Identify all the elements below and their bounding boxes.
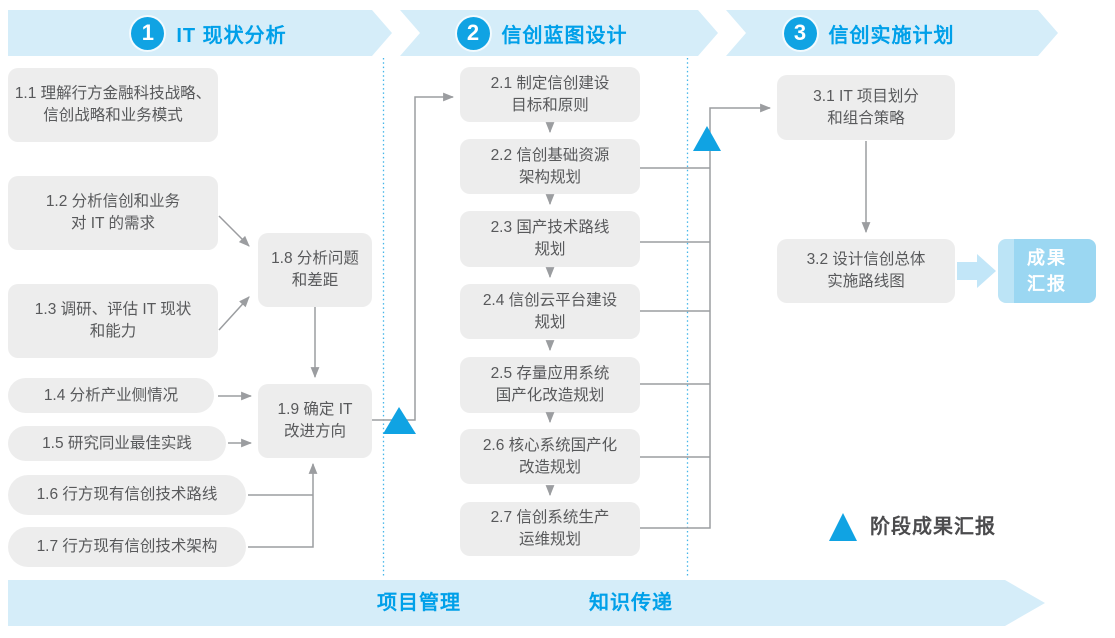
step-3-1-box: 3.1 IT 项目划分 和组合策略 [777, 75, 955, 140]
step-2-5-line2: 国产化改造规划 [495, 387, 605, 404]
step-3-1-line2: 和组合策略 [827, 109, 905, 127]
step-1-7-box: 1.7 行方现有信创技术架构 [8, 527, 246, 567]
step-2-3-line2: 规划 [534, 241, 566, 258]
phase2-banner-content: 2 信创蓝图设计 [455, 15, 628, 52]
step-2-7-box: 2.7 信创系统生产 运维规划 [460, 502, 640, 556]
results-report-line1: 成果 [1027, 247, 1067, 268]
legend-triangle-icon [829, 513, 857, 541]
step-1-5-box: 1.5 研究同业最佳实践 [8, 426, 226, 461]
phase2-banner: 2 信创蓝图设计 [400, 10, 718, 56]
step-1-4-box: 1.4 分析产业侧情况 [8, 378, 214, 413]
phase3-banner-content: 3 信创实施计划 [782, 15, 955, 52]
connector-1-7-to-1-9 [248, 462, 318, 548]
results-report-line2: 汇报 [1027, 274, 1067, 294]
step-2-1-line1: 2.1 制定信创建设 [490, 74, 610, 92]
step-2-7-line1: 2.7 信创系统生产 [490, 509, 610, 526]
step-1-9-line2: 改进方向 [283, 423, 346, 440]
step-1-6-line1: 1.6 行方现有信创技术路线 [36, 486, 218, 503]
step-1-9-box: 1.9 确定 IT 改进方向 [258, 384, 372, 458]
connector-1-2-to-1-8 [218, 215, 250, 247]
step-1-8-line2: 和差距 [291, 272, 339, 289]
results-arrow-icon [957, 254, 996, 288]
footer-banner [8, 580, 1045, 626]
step-1-6-box: 1.6 行方现有信创技术路线 [8, 475, 246, 515]
step-2-2-line2: 架构规划 [518, 168, 581, 186]
step-2-4-line1: 2.4 信创云平台建设 [482, 291, 618, 309]
step-3-1-line1: 3.1 IT 项目划分 [813, 87, 919, 105]
step-1-1-line1: 1.1 理解行方金融科技战略、 [14, 85, 212, 102]
step-1-3-line1: 1.3 调研、评估 IT 现状 [34, 301, 192, 318]
legend-label: 阶段成果汇报 [870, 516, 996, 538]
step-2-6-line1: 2.6 核心系统国产化 [482, 436, 618, 454]
step-1-1-line2: 信创战略和业务模式 [43, 107, 183, 124]
step-1-7-line1: 1.7 行方现有信创技术架构 [36, 538, 218, 555]
phase1-banner: 1 IT 现状分析 [8, 10, 392, 56]
connector-1-3-to-1-8 [218, 296, 250, 331]
phase3-banner: 3 信创实施计划 [726, 10, 1058, 56]
step-1-1-box: 1.1 理解行方金融科技战略、 信创战略和业务模式 [8, 68, 218, 142]
step-2-6-line2: 改造规划 [518, 458, 581, 476]
step-3-2-box: 3.2 设计信创总体 实施路线图 [777, 239, 955, 303]
connector-rail-to-3-1 [640, 103, 772, 529]
step-1-3-box: 1.3 调研、评估 IT 现状 和能力 [8, 284, 218, 358]
step-1-8-box: 1.8 分析问题 和差距 [258, 233, 372, 307]
step-1-4-line1: 1.4 分析产业侧情况 [43, 386, 179, 404]
step-2-4-line2: 规划 [534, 313, 566, 331]
step-2-2-box: 2.2 信创基础资源 架构规划 [460, 139, 640, 194]
connector-1-9-to-2-1 [372, 92, 455, 421]
step-2-2-line1: 2.2 信创基础资源 [490, 146, 610, 164]
phase2-title: 信创蓝图设计 [501, 24, 628, 47]
step-2-1-box: 2.1 制定信创建设 目标和原则 [460, 67, 640, 122]
footer-project-management: 项目管理 [377, 592, 461, 614]
step-1-3-line2: 和能力 [89, 323, 137, 340]
step-3-2-line2: 实施路线图 [827, 273, 905, 290]
footer-knowledge-transfer: 知识传递 [589, 592, 673, 614]
step-1-2-line2: 对 IT 的需求 [70, 215, 156, 232]
step-2-5-line1: 2.5 存量应用系统 [490, 365, 610, 382]
phase2-number-badge: 2 [455, 15, 492, 52]
step-2-1-line2: 目标和原则 [511, 96, 589, 114]
step-2-5-box: 2.5 存量应用系统 国产化改造规划 [460, 357, 640, 413]
step-1-5-line1: 1.5 研究同业最佳实践 [42, 434, 192, 452]
step-2-3-line1: 2.3 国产技术路线 [490, 219, 610, 236]
step-1-8-line1: 1.8 分析问题 [271, 250, 359, 267]
results-report-box: 成果 汇报 [998, 239, 1096, 303]
step-2-3-box: 2.3 国产技术路线 规划 [460, 211, 640, 267]
step-1-2-box: 1.2 分析信创和业务 对 IT 的需求 [8, 176, 218, 250]
step-1-2-line1: 1.2 分析信创和业务 [45, 193, 181, 210]
phase1-number-badge: 1 [129, 15, 166, 52]
step-3-2-line1: 3.2 设计信创总体 [806, 251, 926, 268]
step-2-6-box: 2.6 核心系统国产化 改造规划 [460, 429, 640, 484]
step-2-7-line2: 运维规划 [518, 531, 581, 548]
phase3-number-badge: 3 [782, 15, 819, 52]
milestone-triangle-phase2-icon [693, 126, 721, 151]
phase1-banner-content: 1 IT 现状分析 [129, 15, 286, 52]
milestone-triangle-phase1-icon [383, 407, 416, 434]
legend: 阶段成果汇报 [829, 513, 996, 541]
phase3-title: 信创实施计划 [828, 24, 955, 47]
step-1-9-line1: 1.9 确定 IT [277, 401, 353, 418]
step-2-4-box: 2.4 信创云平台建设 规划 [460, 284, 640, 339]
phase1-title: IT 现状分析 [176, 24, 287, 47]
